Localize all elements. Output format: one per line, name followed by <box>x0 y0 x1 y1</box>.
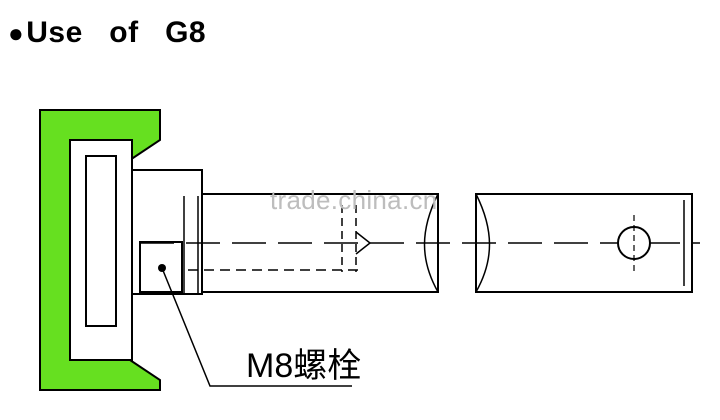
watermark: trade.china.cn <box>270 185 438 215</box>
hole-circle <box>617 226 651 260</box>
page-title: ●Use of G8 <box>8 16 206 50</box>
break-line-left <box>423 193 439 293</box>
leader-dot <box>158 264 166 272</box>
break-line-right <box>475 193 491 293</box>
bolt-label: M8螺栓 <box>246 347 362 385</box>
title-text: Use of G8 <box>26 16 207 49</box>
bolt-tip <box>355 231 372 255</box>
bullet-icon: ● <box>8 18 25 48</box>
leader-line <box>161 267 352 387</box>
rail-inner <box>85 155 117 327</box>
